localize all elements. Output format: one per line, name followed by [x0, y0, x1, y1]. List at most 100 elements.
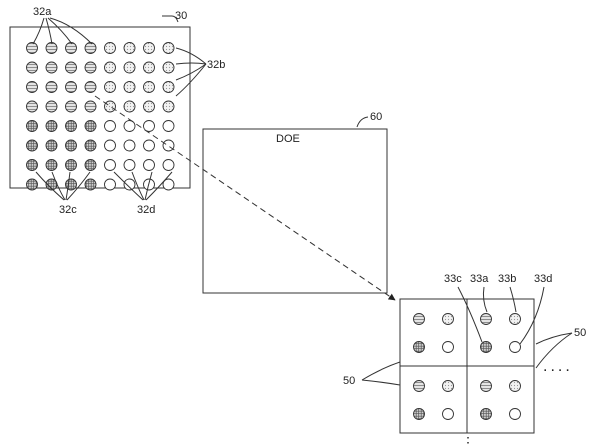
emitter-d	[123, 159, 136, 171]
emitter-b	[104, 42, 116, 54]
emitter-a	[84, 61, 97, 74]
emitter-a	[26, 42, 38, 54]
emitter-b	[143, 81, 155, 93]
emitter-a	[65, 61, 77, 74]
emitter-d	[162, 178, 175, 191]
projected-spot-d	[509, 341, 521, 353]
emitter-b	[104, 81, 116, 93]
emitter-a	[45, 42, 58, 54]
projected-spot-b	[442, 380, 454, 392]
projected-spot-a	[480, 380, 492, 392]
projected-spot-d	[442, 408, 454, 420]
emitter-a	[26, 61, 38, 74]
emitter-b	[123, 42, 136, 54]
projected-spot-d	[442, 341, 454, 353]
emitter-c	[65, 120, 77, 132]
doe-ref-label: 60	[370, 111, 382, 123]
doe-box	[202, 128, 388, 294]
emitter-d	[162, 120, 175, 132]
emitter-c	[84, 159, 97, 171]
emitter-d	[123, 178, 136, 191]
projected-spot-b	[509, 313, 521, 325]
emitter-a	[84, 42, 97, 54]
projected-spot-a	[480, 313, 492, 325]
emitter-c	[26, 120, 38, 132]
tile-label-right-leaders	[535, 332, 573, 369]
emitter-a	[65, 100, 77, 113]
emitter-grid	[26, 42, 175, 191]
emitter-b	[104, 61, 116, 74]
projected-spots	[413, 313, 521, 420]
emitter-b	[143, 61, 155, 74]
emitter-a	[84, 81, 97, 93]
emitter-d	[123, 120, 136, 132]
emitter-b	[143, 100, 155, 113]
emitter-a	[45, 100, 58, 113]
emitter-c	[84, 178, 97, 191]
emitter-32a-leaders	[32, 17, 93, 45]
projected-spot-a	[413, 380, 425, 392]
tile-label-right: 50	[574, 327, 586, 339]
projected-spot-c	[413, 408, 425, 420]
emitter-label-32b: 32b	[207, 59, 225, 71]
emitter-d	[104, 139, 116, 152]
emitter-b	[123, 100, 136, 113]
emitter-c	[84, 139, 97, 152]
emitter-array-box	[9, 26, 191, 189]
emitter-32d-leaders	[113, 171, 173, 201]
emitter-b	[143, 42, 155, 54]
emitter-label-32c: 32c	[59, 204, 77, 216]
spot-label-33a: 33a	[470, 273, 489, 285]
emitter-32b-leaders	[175, 47, 207, 97]
continuation-down: ⋮	[461, 434, 475, 447]
emitter-d	[123, 139, 136, 152]
projected-spot-b	[442, 313, 454, 325]
projected-spot-d	[509, 408, 521, 420]
emitter-b	[104, 100, 116, 113]
spot-label-33d: 33d	[534, 273, 552, 285]
emitter-label-32d: 32d	[137, 204, 155, 216]
emitter-a	[65, 81, 77, 93]
emitter-c	[45, 120, 58, 132]
projected-spot-c	[413, 341, 425, 353]
emitter-d	[143, 139, 155, 152]
emitter-d	[104, 120, 116, 132]
projected-spot-c	[480, 341, 492, 353]
doe-label: DOE	[276, 133, 300, 145]
projected-spot-a	[413, 313, 425, 325]
emitter-a	[26, 100, 38, 113]
emitter-d	[104, 159, 116, 171]
emitter-d	[143, 120, 155, 132]
spot-label-33c: 33c	[444, 273, 462, 285]
emitter-b	[162, 100, 175, 113]
emitter-c	[26, 178, 38, 191]
emitter-label-32a: 32a	[33, 6, 52, 18]
source-label: 30	[175, 10, 187, 22]
emitter-c	[45, 159, 58, 171]
emitter-a	[84, 100, 97, 113]
emitter-a	[26, 81, 38, 93]
emitter-b	[162, 61, 175, 74]
emitter-a	[45, 61, 58, 74]
spot-label-leaders	[457, 286, 545, 345]
spot-label-33b: 33b	[498, 273, 516, 285]
emitter-c	[84, 120, 97, 132]
emitter-d	[162, 139, 175, 152]
emitter-c	[65, 159, 77, 171]
source-label-leader	[162, 15, 179, 23]
emitter-b	[123, 61, 136, 74]
projected-spot-b	[509, 380, 521, 392]
emitter-d	[143, 159, 155, 171]
emitter-c	[45, 139, 58, 152]
emitter-c	[65, 139, 77, 152]
projection-ray	[94, 95, 396, 301]
emitter-d	[162, 159, 175, 171]
emitter-b	[162, 81, 175, 93]
emitter-32c-leaders	[35, 171, 91, 201]
doe-ref-leader	[356, 116, 369, 128]
emitter-a	[45, 81, 58, 93]
tile-label-left-leaders	[361, 361, 401, 386]
emitter-b	[123, 81, 136, 93]
emitter-b	[162, 42, 175, 54]
